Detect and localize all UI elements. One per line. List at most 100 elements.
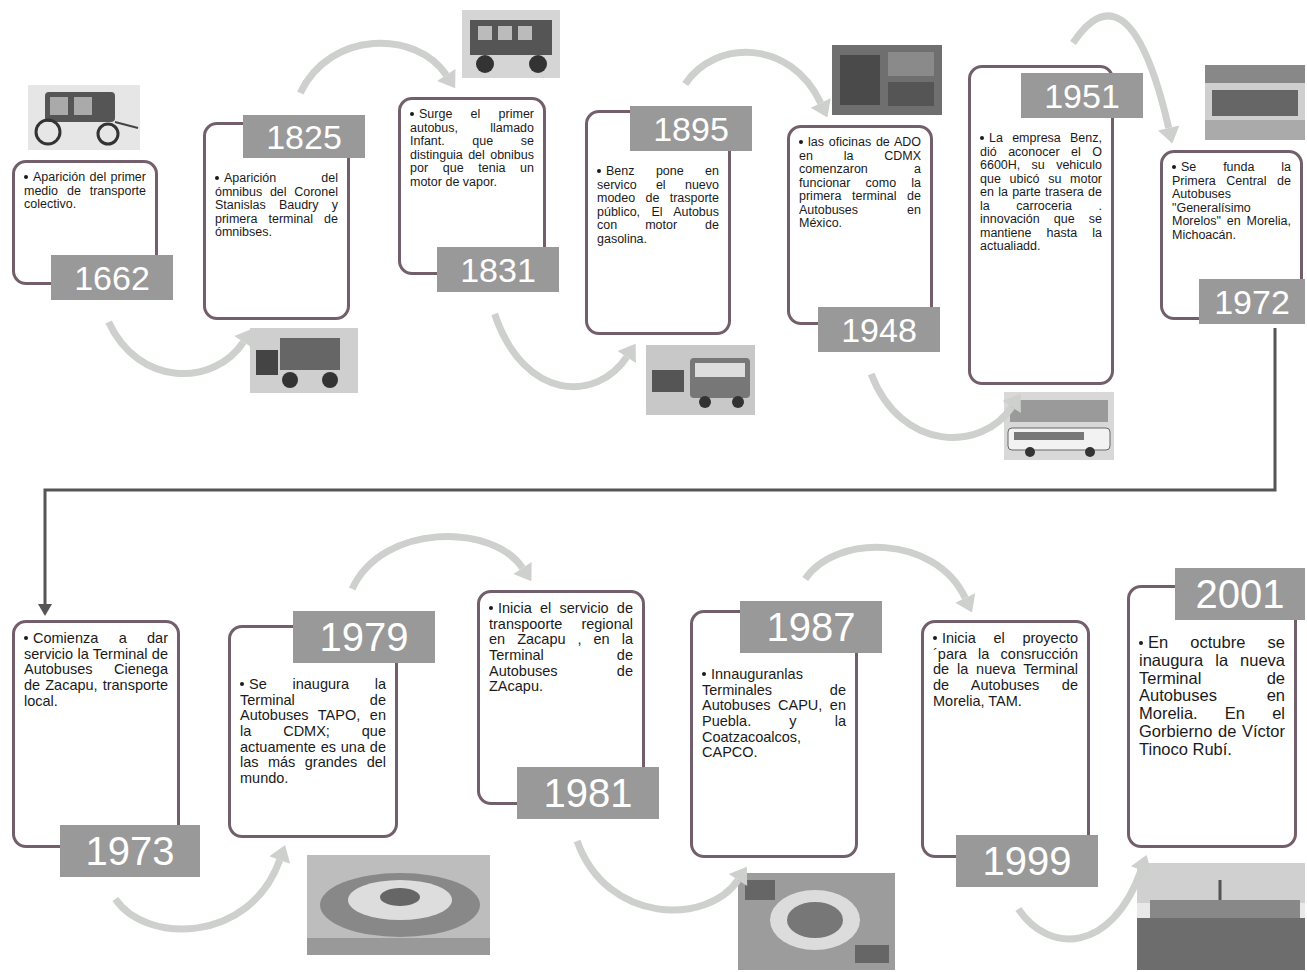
curved-arrow: [577, 841, 747, 910]
entry-frame: 1973Comienza a dar servicio la Terminal …: [12, 620, 180, 848]
arrow-head: [618, 344, 636, 363]
arrow-head: [269, 845, 290, 864]
entry-body: Surge el primer autobus, llamado Infant.…: [401, 100, 543, 226]
bullet-dot: [980, 136, 984, 140]
bullet-dot: [24, 636, 28, 640]
year-tab: 1662: [51, 255, 173, 300]
timeline-entry: 1895Benz pone en servico el nuevo modeo …: [585, 110, 731, 335]
arrow-head: [811, 98, 831, 117]
year-label: 1825: [266, 120, 342, 154]
event-text: Surge el primer autobus, llamado Infant.…: [410, 107, 534, 189]
ado-office-photo: [832, 45, 942, 115]
entry-frame: 1979Se inaugura la Terminal de Autobuses…: [228, 625, 398, 838]
entry-body: Se funda la Primera Central de Autobuses…: [1163, 153, 1300, 292]
year-label: 1948: [841, 313, 917, 347]
event-text: La empresa Benz, dió aconocer el O 6600H…: [980, 131, 1102, 253]
entry-frame: 1831Surge el primer autobus, llamado Inf…: [398, 97, 546, 275]
event-text: las oficinas de ADO en la CDMX comenzaro…: [799, 135, 921, 230]
timeline-entry: 2001En octubre se inaugura la nueva Term…: [1127, 585, 1297, 848]
entry-body: Aparición del primer medio de transporte…: [15, 163, 155, 251]
year-tab: 1979: [293, 611, 435, 663]
omnibus-photo: [250, 328, 358, 393]
central-morelos-photo: [1205, 65, 1305, 140]
bullet-dot: [410, 112, 414, 116]
year-tab: 1951: [1021, 73, 1143, 118]
entry-frame: 1981Inicia el servicio de transpoorte re…: [477, 590, 645, 805]
connector-line: [300, 43, 446, 93]
event-text: Se inaugura la Terminal de Autobuses TAP…: [240, 676, 386, 786]
timeline-entry: 1831Surge el primer autobus, llamado Inf…: [398, 97, 546, 275]
tam-photo: [1137, 863, 1305, 970]
year-tab: 1895: [630, 106, 752, 151]
bullet-dot: [597, 169, 601, 173]
bullet-dot: [933, 636, 937, 640]
year-label: 1973: [86, 831, 175, 871]
bullet-dot: [1139, 641, 1143, 645]
row-connector: [38, 328, 1275, 616]
bullet-dot: [215, 176, 219, 180]
timeline-entry: 1981Inicia el servicio de transpoorte re…: [477, 590, 645, 805]
tapo-photo: [307, 855, 490, 955]
year-label: 1999: [983, 841, 1072, 881]
year-tab: 1987: [740, 601, 882, 653]
timeline-entry: 1987Innauguranlas Terminales de Autobuse…: [690, 610, 858, 858]
event-text: Aparición del ómnibus del Coronel Stanis…: [215, 171, 338, 239]
timeline-entry: 1825Aparición del ómnibus del Coronel St…: [203, 122, 350, 320]
connector-line: [45, 328, 1275, 604]
event-text: Se funda la Primera Central de Autobuses…: [1172, 160, 1291, 242]
event-text: Inicia el servicio de transpoorte region…: [489, 600, 633, 694]
year-label: 1895: [653, 112, 729, 146]
entry-frame: 1662Aparición del primer medio de transp…: [12, 160, 158, 285]
entry-frame: 1825Aparición del ómnibus del Coronel St…: [203, 122, 350, 320]
year-tab: 1972: [1199, 279, 1305, 324]
year-tab: 1825: [243, 115, 365, 158]
entry-frame: 1948las oficinas de ADO en la CDMX comen…: [787, 125, 933, 325]
entry-frame: 1972 Se funda la Primera Central de Autob…: [1160, 150, 1303, 320]
connector-line: [577, 841, 738, 910]
year-tab: 1948: [818, 307, 940, 352]
arrow-head: [437, 69, 455, 88]
event-text: Innauguranlas Terminales de Autobuses CA…: [702, 666, 846, 760]
arrow-head: [38, 604, 52, 616]
year-label: 1987: [767, 607, 856, 647]
steam-bus-photo: [462, 10, 560, 78]
year-label: 1662: [74, 261, 150, 295]
connector-line: [352, 537, 522, 589]
curved-arrow: [495, 314, 636, 387]
bullet-dot: [702, 672, 706, 676]
bullet-dot: [1172, 165, 1176, 169]
timeline-entry: 1662Aparición del primer medio de transp…: [12, 160, 158, 285]
arrow-head: [729, 867, 747, 886]
arrow-head: [955, 593, 975, 612]
bullet-dot: [240, 682, 244, 686]
year-tab: 1981: [517, 767, 659, 819]
entry-frame: 1987Innauguranlas Terminales de Autobuse…: [690, 610, 858, 858]
year-tab: 1999: [956, 835, 1098, 887]
year-label: 1981: [544, 773, 633, 813]
year-label: 1831: [460, 253, 536, 287]
arrow-head: [1158, 126, 1179, 144]
entry-body: Comienza a dar servicio la Terminal de A…: [15, 623, 177, 741]
entry-frame: 1895Benz pone en servico el nuevo modeo …: [585, 110, 731, 335]
year-label: 1979: [320, 617, 409, 657]
connector-line: [685, 52, 820, 103]
curved-arrow: [300, 43, 455, 93]
connector-line: [805, 547, 965, 598]
year-tab: 2001: [1175, 568, 1305, 620]
event-text: En octubre se inaugura la nueva Terminal…: [1139, 633, 1285, 758]
event-text: Inicia el proyecto ´para la consrucción …: [933, 630, 1078, 709]
event-text: Benz pone en servico el nuevo modeo de t…: [597, 164, 719, 246]
bullet-dot: [489, 606, 493, 610]
timeline-entry: 1979Se inaugura la Terminal de Autobuses…: [228, 625, 398, 838]
arrow-head: [1003, 394, 1021, 413]
connector-line: [495, 314, 627, 387]
capu-photo: [738, 873, 895, 970]
event-text: Aparición del primer medio de transporte…: [24, 170, 146, 211]
entry-body: Inicia el proyecto ´para la consrucción …: [924, 623, 1087, 741]
year-label: 1972: [1214, 285, 1290, 319]
bullet-dot: [799, 140, 803, 144]
arrow-head: [1131, 855, 1152, 874]
timeline-entry: 1951La empresa Benz, dió aconocer el O 6…: [968, 65, 1114, 385]
entry-body: las oficinas de ADO en la CDMX comenzaro…: [790, 128, 930, 258]
